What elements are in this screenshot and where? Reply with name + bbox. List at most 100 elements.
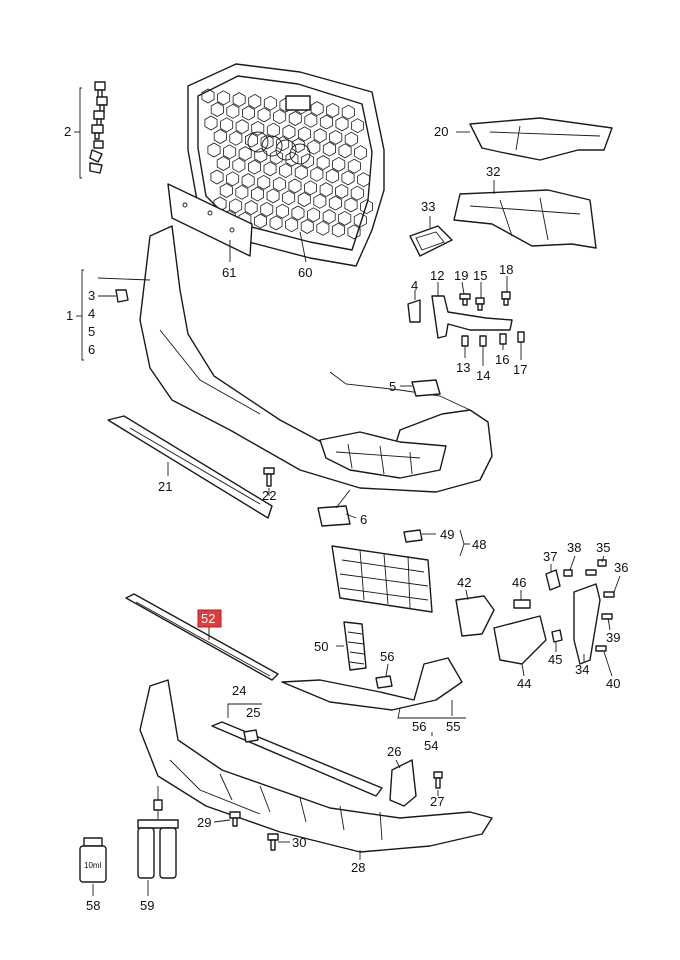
callout-32: 32 xyxy=(486,164,500,179)
grille-cell xyxy=(319,182,333,198)
callout-20: 20 xyxy=(434,124,448,139)
grille-cell xyxy=(313,193,327,209)
callout-49: 49 xyxy=(440,527,454,542)
grille-cell xyxy=(263,161,277,177)
grille-cell xyxy=(266,122,280,138)
trim-cover xyxy=(409,225,453,257)
grille-cell xyxy=(251,120,265,136)
grille-cell xyxy=(328,195,342,211)
grille-cell xyxy=(304,112,318,128)
grille-cell xyxy=(341,104,355,120)
grille-cell xyxy=(216,156,230,171)
grille-cell xyxy=(332,156,346,172)
grille-cell xyxy=(285,217,299,233)
screw-22 xyxy=(263,467,275,487)
grille-cell xyxy=(248,93,262,109)
callout-12: 12 xyxy=(430,268,444,283)
small-grille-50 xyxy=(343,621,367,671)
grille-cell xyxy=(204,115,218,131)
air-duct-upper xyxy=(469,117,613,161)
bumper-bracket xyxy=(407,295,513,339)
grille-cell xyxy=(201,88,215,104)
callout-17: 17 xyxy=(513,362,527,377)
grille-cell xyxy=(331,222,345,238)
clip-5 xyxy=(411,379,441,397)
callout-26: 26 xyxy=(387,744,401,759)
callout-56b: 56 xyxy=(412,719,426,734)
grille-cell xyxy=(282,124,296,140)
grille-cell xyxy=(316,155,330,171)
side-grille xyxy=(331,545,433,613)
grille-cell xyxy=(207,142,221,158)
callout-54: 54 xyxy=(424,738,438,753)
lower-cover xyxy=(139,679,493,853)
callout-50: 50 xyxy=(314,639,328,654)
callout-13: 13 xyxy=(456,360,470,375)
screw-set xyxy=(89,81,108,174)
grille-cell xyxy=(326,102,340,118)
grille-cell xyxy=(229,130,243,146)
grille-cell xyxy=(316,220,330,236)
grille-cell xyxy=(275,203,289,219)
grille-cell xyxy=(210,102,224,117)
callout-14: 14 xyxy=(476,368,490,383)
callout-38: 38 xyxy=(567,540,581,555)
callout-21: 21 xyxy=(158,479,172,494)
grille-cell xyxy=(247,159,261,175)
grille-cell xyxy=(322,141,336,157)
callout-24: 24 xyxy=(232,683,246,698)
callout-6b: 6 xyxy=(360,512,367,527)
grille-cell xyxy=(241,105,255,121)
grille-cell xyxy=(250,186,264,202)
grille-cell xyxy=(272,176,286,192)
callout-60: 60 xyxy=(298,265,312,280)
callout-25: 25 xyxy=(246,705,260,720)
grille-cell xyxy=(297,192,311,207)
callout-15: 15 xyxy=(473,268,487,283)
callout-48: 48 xyxy=(472,537,486,552)
callout-45: 45 xyxy=(548,652,562,667)
grille-cell xyxy=(310,101,324,117)
callout-3: 3 xyxy=(88,288,95,303)
cap-6 xyxy=(317,505,351,527)
screw-30 xyxy=(267,833,279,851)
grille-cell xyxy=(294,165,308,180)
grille-cell xyxy=(357,172,371,188)
grille-cell xyxy=(235,184,249,200)
callout-5a: 5 xyxy=(88,324,95,339)
grille-cell xyxy=(226,103,240,119)
callout-33: 33 xyxy=(421,199,435,214)
callout-30: 30 xyxy=(292,835,306,850)
grille-cell xyxy=(298,126,312,142)
grille-cell xyxy=(217,90,231,106)
support-strip xyxy=(211,721,383,797)
grille-cell xyxy=(335,116,349,132)
mount-bracket xyxy=(389,759,443,807)
grille-cell xyxy=(319,114,333,130)
callout-58: 58 xyxy=(86,898,100,913)
grille-cell xyxy=(232,92,246,108)
callout-28: 28 xyxy=(351,860,365,875)
grille-cell xyxy=(310,166,324,182)
callout-4b: 4 xyxy=(411,278,418,293)
callout-29: 29 xyxy=(197,815,211,830)
grille-cell xyxy=(344,197,358,213)
grille-cell xyxy=(220,117,234,133)
grille-cell xyxy=(238,146,252,162)
fog-trim xyxy=(281,657,463,711)
grille-cell xyxy=(260,201,274,217)
callout-6a: 6 xyxy=(88,342,95,357)
grille-cell xyxy=(341,170,355,186)
grille-cell xyxy=(213,129,227,144)
highlight-callout-52[interactable] xyxy=(197,609,222,628)
grille-cell xyxy=(347,224,361,240)
grille-cell xyxy=(338,143,352,159)
grille-cell xyxy=(307,207,321,223)
callout-4a: 4 xyxy=(88,306,95,321)
grille-cell xyxy=(285,151,299,167)
grille-cell xyxy=(244,132,258,148)
callout-56a: 56 xyxy=(380,649,394,664)
callout-27: 27 xyxy=(430,794,444,809)
grille-cell xyxy=(300,219,314,234)
grille-cell xyxy=(279,163,293,179)
